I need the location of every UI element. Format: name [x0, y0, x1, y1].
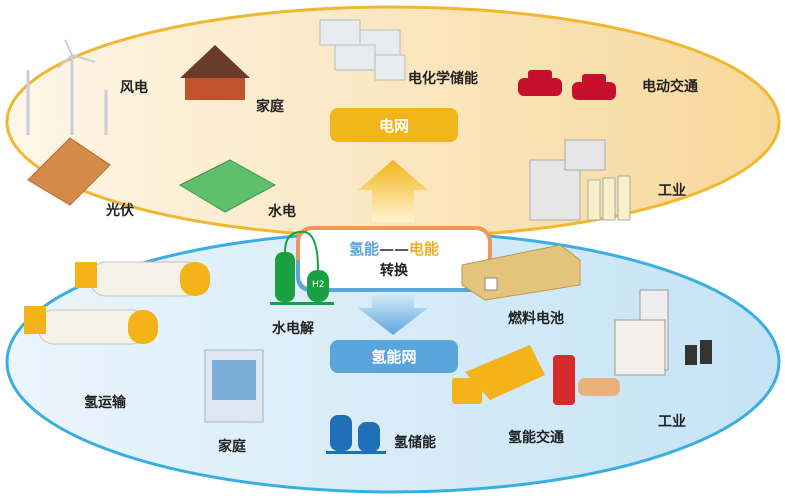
building-icon — [204, 349, 264, 423]
conversion-sub: 转换 — [380, 263, 408, 279]
hydrogen-grid-box: 氢能网 — [330, 340, 458, 373]
factory-icon — [529, 139, 631, 221]
hydrogen-pump-icon — [553, 355, 575, 405]
h2-text: H2 — [312, 280, 325, 290]
label-electric-transport: 电动交通 — [642, 79, 698, 95]
hydrogen-tanker-icon — [24, 261, 210, 345]
conversion-electric: 电能 — [409, 240, 440, 258]
label-industry-bottom: 工业 — [658, 414, 686, 430]
arrow-down-icon — [358, 292, 428, 335]
conversion-title: 氢能——电能 — [298, 238, 490, 259]
label-wind-power: 风电 — [120, 80, 148, 96]
label-hydrogen-transport: 氢运输 — [84, 395, 126, 411]
arrow-up-icon — [358, 160, 428, 222]
conversion-dash: —— — [379, 240, 409, 258]
conversion-hydrogen: 氢能 — [348, 240, 379, 258]
label-industry-top: 工业 — [658, 183, 686, 199]
label-home-bottom: 家庭 — [218, 439, 246, 455]
hydrogen-storage-icon — [326, 415, 386, 454]
hydrogen-car-icon — [578, 378, 620, 396]
label-hydropower: 水电 — [268, 204, 296, 220]
label-home: 家庭 — [256, 99, 284, 115]
label-electrolysis: 水电解 — [272, 321, 314, 337]
solar-panel-icon — [27, 137, 111, 206]
chemical-plant-icon — [614, 289, 712, 376]
electric-car-icon — [518, 70, 616, 100]
power-grid-box: 电网 — [330, 108, 458, 142]
label-solar: 光伏 — [106, 203, 134, 219]
fuel-cell-icon — [461, 244, 581, 301]
wind-turbine-icon — [26, 39, 108, 135]
hydropower-icon — [178, 159, 277, 213]
label-fuel-cell: 燃料电池 — [508, 311, 564, 327]
electrolyzer-icon — [270, 230, 334, 305]
label-electrochemical-storage: 电化学储能 — [408, 71, 478, 87]
hydrogen-truck-icon — [452, 345, 545, 404]
label-hydrogen-traffic: 氢能交通 — [508, 430, 564, 446]
house-icon — [180, 45, 250, 100]
label-hydrogen-storage: 氢储能 — [394, 435, 436, 451]
battery-storage-icon — [319, 19, 406, 81]
